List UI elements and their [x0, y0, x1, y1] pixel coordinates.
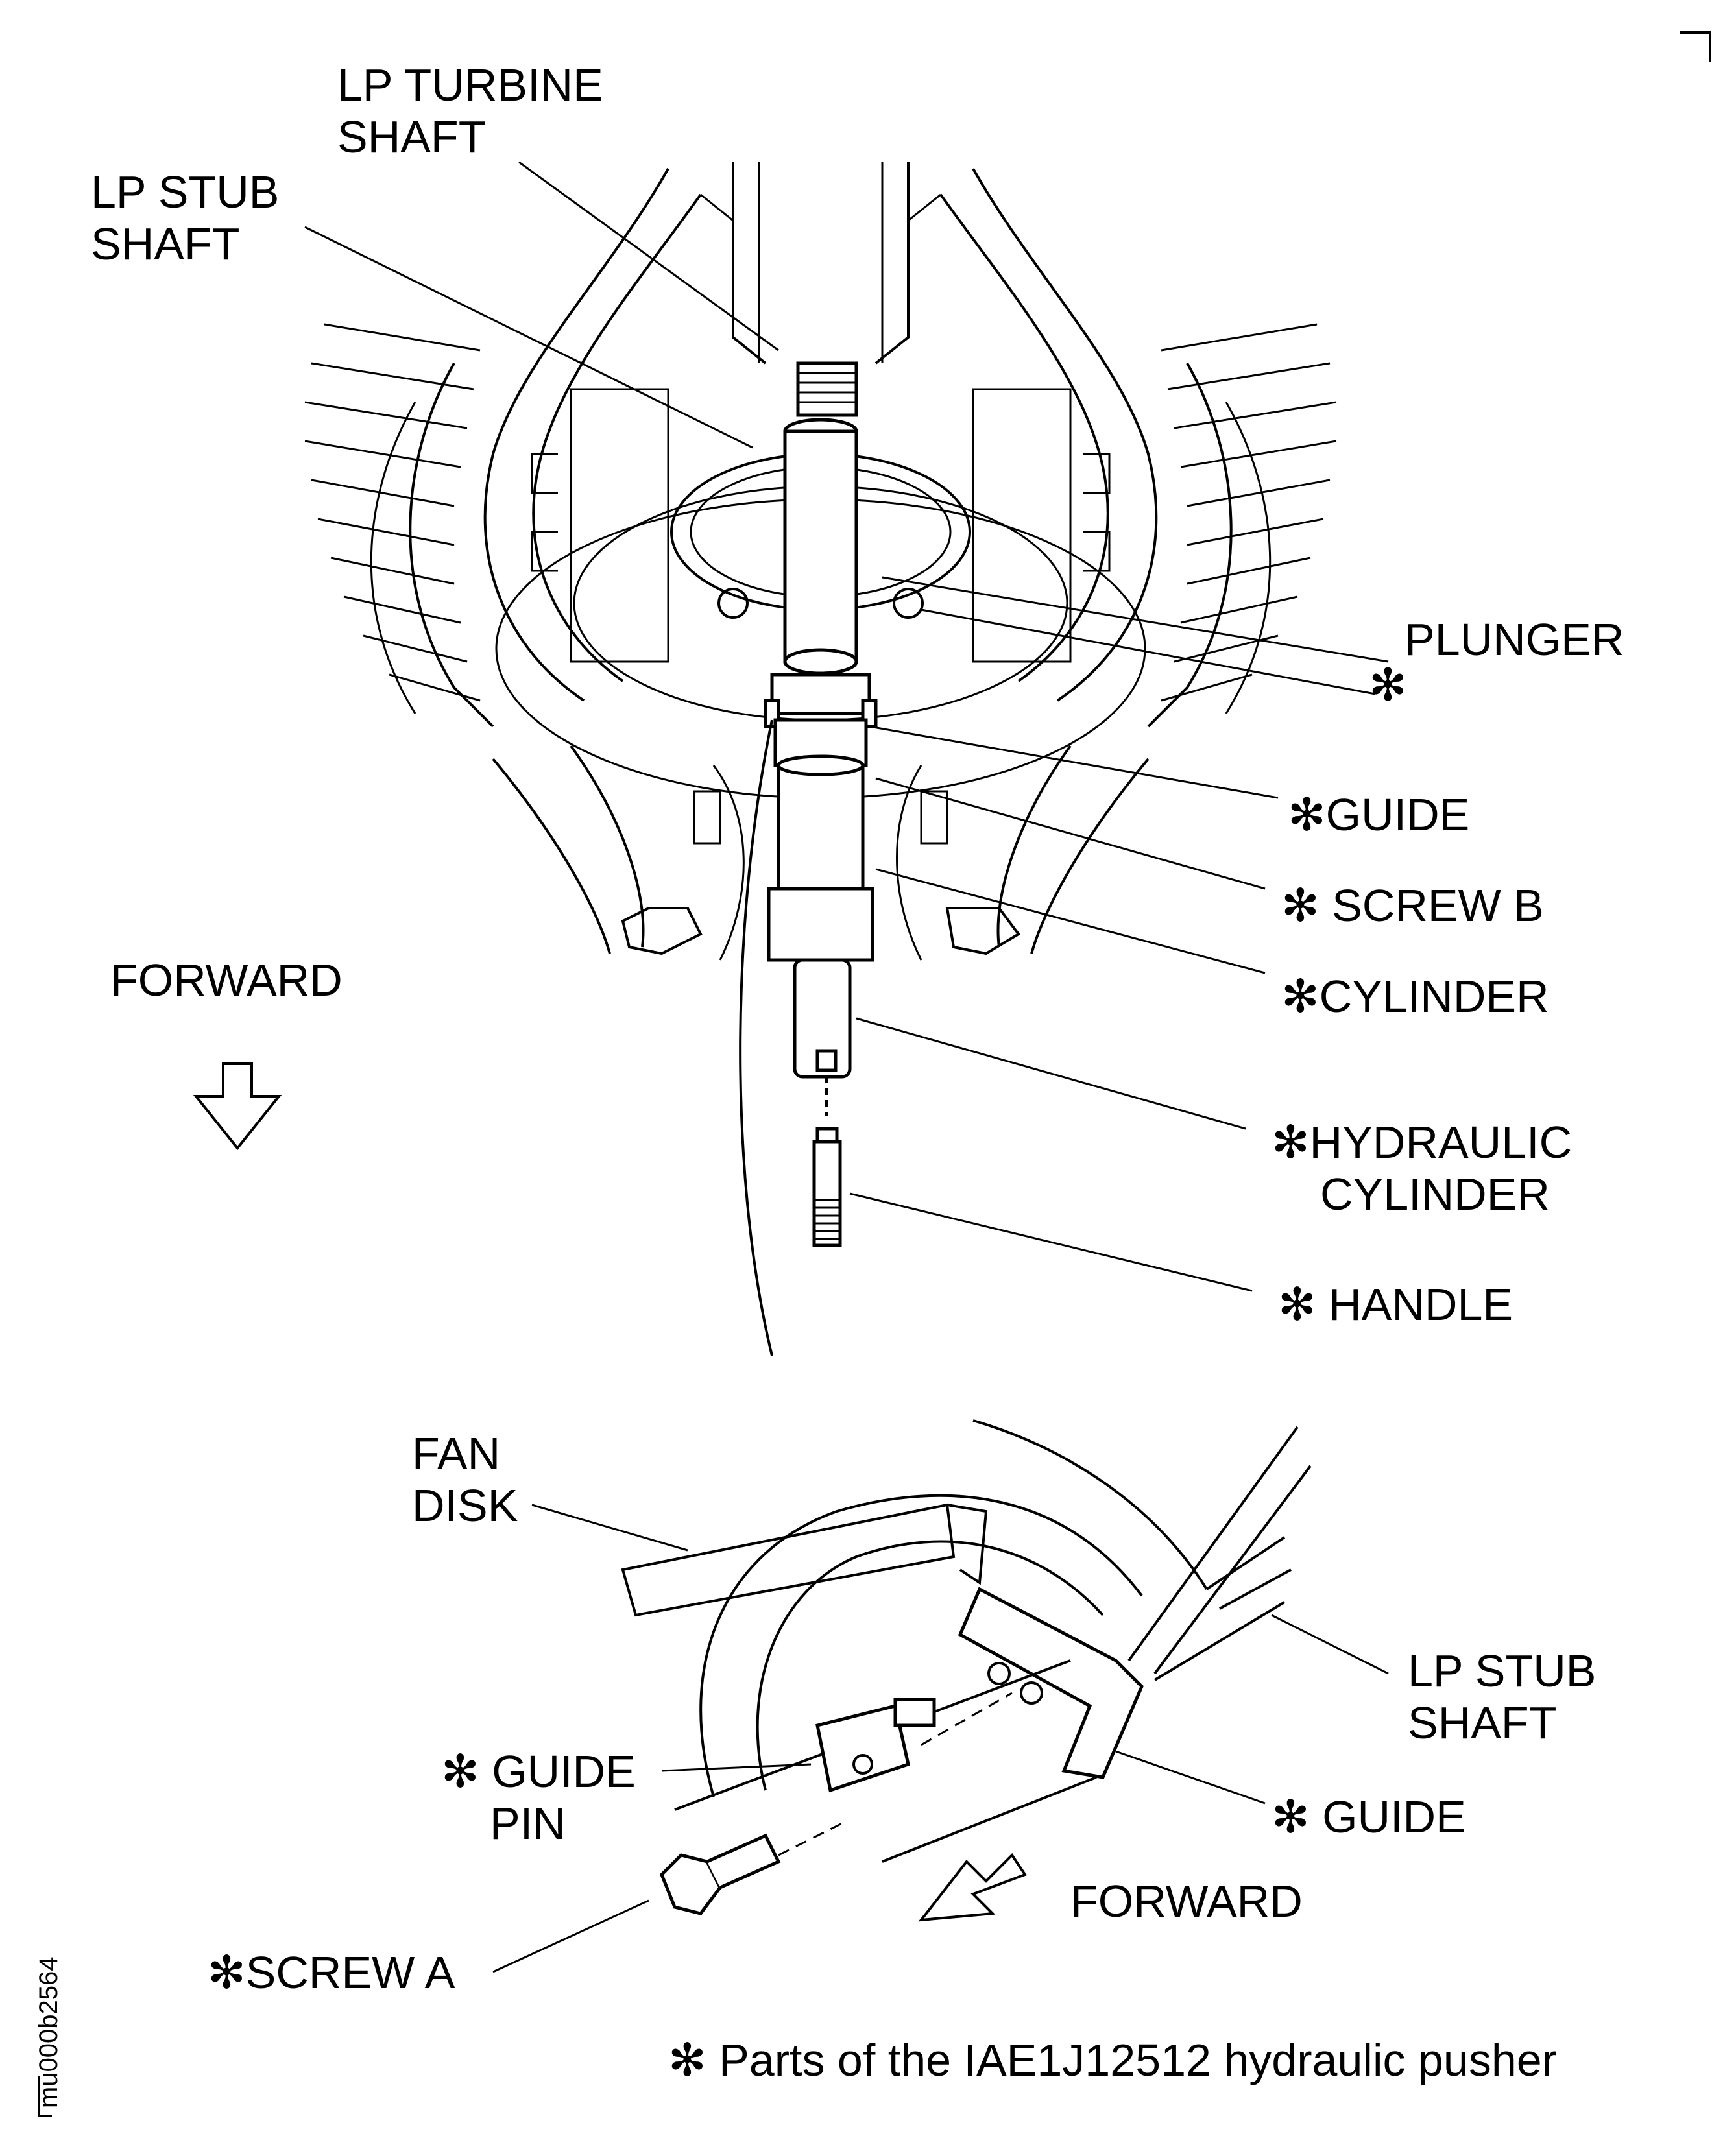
label-hydraulic-cylinder-line2: CYLINDER — [1320, 1169, 1550, 1219]
cylinder-body — [777, 763, 865, 891]
label-lp-turbine-shaft: LP TURBINE SHAFT — [337, 60, 603, 162]
upper-leader-lines — [304, 161, 1389, 1292]
label-screw-a: ✻SCREW A — [208, 1947, 455, 1998]
handle-body — [812, 1140, 842, 1247]
label-plunger-star: ✻ — [1369, 660, 1407, 710]
label-lp-turbine-shaft-line2: SHAFT — [337, 112, 486, 162]
guide-block — [958, 1587, 1144, 1779]
handle-tip — [815, 1127, 839, 1144]
hydraulic-pusher-stack — [739, 361, 878, 1356]
label-plunger: PLUNGER — [1404, 614, 1624, 665]
label-fan-disk: FAN DISK — [412, 1428, 518, 1531]
forward-arrow-top — [193, 1062, 282, 1151]
lower-detail-view — [621, 1419, 1312, 1915]
lower-leader-lines — [492, 1504, 1389, 1973]
label-guide-pin-line2: PIN — [490, 1798, 566, 1849]
figure-id: mu000b2564 — [34, 1956, 63, 2108]
guide-pin-head — [815, 1703, 910, 1793]
guide-pin-shank — [893, 1698, 936, 1727]
guide-ring — [770, 673, 871, 715]
label-hydraulic-cylinder-line1: ✻HYDRAULIC — [1272, 1117, 1572, 1168]
view-link-curve — [739, 719, 773, 1356]
label-hydraulic-cylinder: ✻HYDRAULIC CYLINDER — [1272, 1117, 1572, 1219]
label-lp-stub-shaft-bottom-line2: SHAFT — [1408, 1698, 1556, 1748]
label-cylinder: ✻CYLINDER — [1281, 971, 1549, 1022]
label-lp-stub-shaft-bottom: LP STUB SHAFT — [1408, 1646, 1597, 1748]
label-guide-bottom: ✻ GUIDE — [1272, 1792, 1466, 1842]
forward-arrow-bottom — [918, 1853, 1028, 1922]
label-fan-disk-line1: FAN — [412, 1428, 500, 1479]
label-guide-pin: ✻ GUIDE PIN — [441, 1746, 636, 1849]
screw-a-thread — [706, 1833, 781, 1890]
label-lp-stub-shaft-top-line2: SHAFT — [91, 219, 239, 269]
label-guide-pin-line1: ✻ GUIDE — [441, 1746, 636, 1797]
label-lp-stub-shaft-top-line1: LP STUB — [91, 167, 280, 217]
corner-crop-mark — [1680, 31, 1711, 62]
label-lp-stub-shaft-bottom-line1: LP STUB — [1408, 1646, 1597, 1696]
cylinder-collar — [767, 887, 874, 962]
plunger-body — [783, 429, 858, 664]
label-lp-turbine-shaft-line1: LP TURBINE — [337, 60, 603, 110]
hydraulic-cylinder-body — [793, 958, 852, 1079]
label-guide-top: ✻GUIDE — [1288, 789, 1469, 840]
label-screw-b: ✻ SCREW B — [1281, 880, 1544, 931]
figure-id-mark — [38, 2076, 52, 2117]
label-forward-bottom: FORWARD — [1070, 1876, 1303, 1926]
label-forward-top: FORWARD — [110, 955, 343, 1005]
label-handle: ✻ HANDLE — [1278, 1279, 1513, 1330]
label-lp-stub-shaft-top: LP STUB SHAFT — [91, 167, 280, 269]
label-fan-disk-line2: DISK — [412, 1480, 518, 1531]
footnote: ✻ Parts of the IAE1J12512 hydraulic push… — [668, 2035, 1557, 2085]
